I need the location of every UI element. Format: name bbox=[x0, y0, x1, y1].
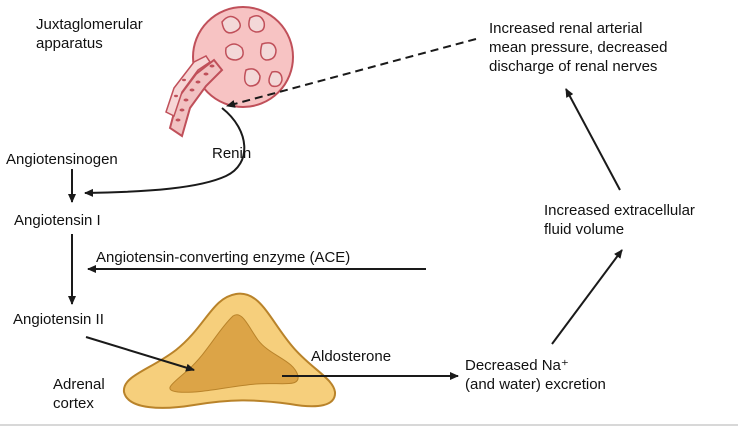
juxtaglomerular-apparatus-illustration bbox=[165, 6, 294, 138]
adrenal-gland-illustration bbox=[122, 292, 337, 409]
angiotensin-1-label: Angiotensin I bbox=[14, 212, 101, 229]
glomerular-capillary-loop bbox=[259, 42, 277, 61]
angiotensin-2-label: Angiotensin II bbox=[13, 311, 104, 328]
ace-label: Angiotensin-converting enzyme (ACE) bbox=[96, 249, 351, 266]
decreased-sodium-excretion-label: Decreased Na⁺ (and water) excretion bbox=[465, 357, 606, 393]
glomerular-capillary-loop bbox=[268, 70, 283, 88]
granular-cells bbox=[174, 64, 215, 122]
bottom-border bbox=[0, 424, 738, 426]
glomerular-capillary-loop bbox=[221, 15, 241, 34]
glomerulus bbox=[192, 6, 294, 108]
renin-curve-arrow bbox=[84, 107, 246, 197]
sodium-to-ecf-arrow bbox=[551, 249, 623, 345]
aldosterone-label: Aldosterone bbox=[311, 348, 392, 365]
ecf-to-pressure-arrow bbox=[565, 88, 621, 191]
increased-ecf-volume-label: Increased extracellular fluid volume bbox=[544, 202, 695, 238]
renin-label: Renin bbox=[212, 145, 252, 162]
increased-pressure-label: Increased renal arterial mean pressure, … bbox=[489, 20, 668, 75]
glomerular-capillary-loop bbox=[224, 43, 244, 61]
glomerular-capillary-loop bbox=[243, 68, 261, 87]
adrenal-cortex-label: Adrenal cortex bbox=[53, 376, 105, 412]
glomerular-capillary-loop bbox=[248, 15, 266, 33]
angiotensinogen-label: Angiotensinogen bbox=[6, 151, 118, 168]
juxtaglomerular-apparatus-label: Juxtaglomerular apparatus bbox=[36, 16, 143, 52]
dashed-feedback-arrow bbox=[226, 38, 477, 108]
efferent-arteriole bbox=[165, 55, 212, 118]
angiotensin-2-to-adrenal-arrow bbox=[85, 336, 195, 372]
